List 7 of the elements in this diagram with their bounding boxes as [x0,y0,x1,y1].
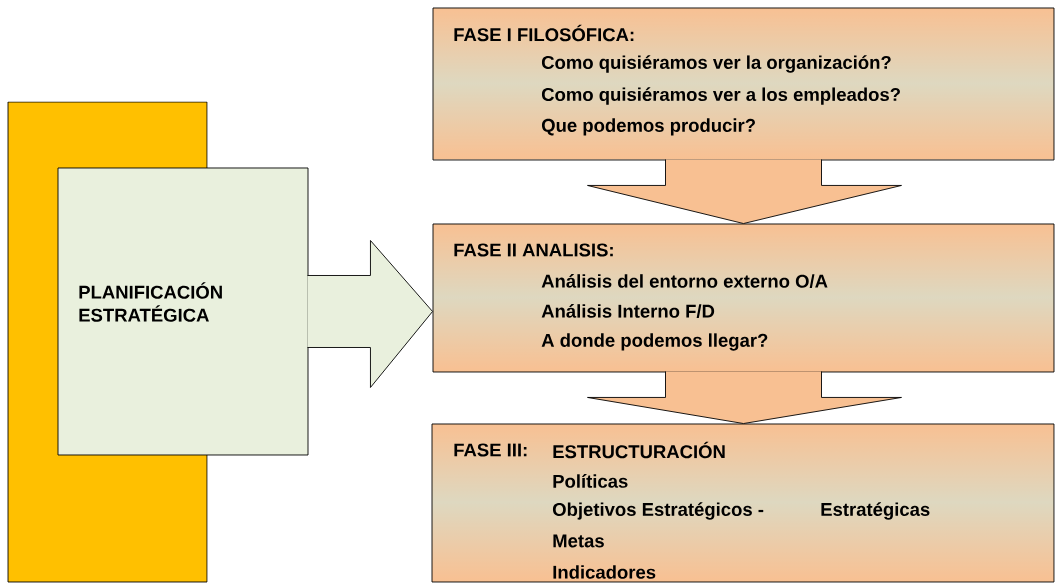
block-arrow [587,159,902,224]
phase-box: FASE I FILOSÓFICA: Como quisiéramos ver la organización? Como quisiéramos ver a los empleados? Que podemos producir? [432,7,1055,161]
block-arrow [587,371,902,424]
phase-box: FASE II ANALISIS: Análisis del entorno externo O/A Análisis Interno F/D A donde podemos llegar? [432,223,1055,373]
block-arrow [307,240,433,388]
process-box: PLANIFICACIÓN ESTRATÉGICA [57,167,309,456]
phase-box: FASE III: ESTRUCTURACIÓN Políticas Objetivos Estratégicos - Estratégicas Metas Indicadores [431,423,1055,583]
